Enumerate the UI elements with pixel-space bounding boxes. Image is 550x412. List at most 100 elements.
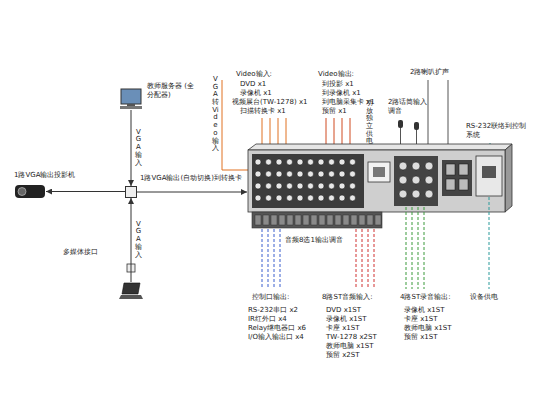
connector-port <box>339 183 345 189</box>
annotation-label: 教师电脑 x1ST <box>404 324 452 333</box>
connector-port <box>266 171 272 177</box>
projector-body <box>15 185 45 198</box>
connector-port <box>329 195 335 201</box>
node-label: 多媒体接口 <box>63 248 98 257</box>
teacher-server-icon <box>119 88 143 110</box>
control-leads <box>262 229 280 289</box>
edge-label: VGA输入 <box>135 221 142 259</box>
audio-in-leads <box>356 229 374 289</box>
speaker-terminal <box>446 164 455 175</box>
connector-port <box>276 171 282 177</box>
annotation-label: 预留 x2ST <box>326 351 360 360</box>
microphone-head <box>398 120 403 128</box>
audio-lead <box>368 229 369 289</box>
switch-box-icon <box>125 186 137 198</box>
power-inlet-hole <box>482 166 496 178</box>
terminal-block <box>367 215 373 225</box>
annotation-label: 功放独立供电 <box>366 100 373 146</box>
laptop-icon <box>119 282 143 299</box>
annotation-label: 到投影 x1 <box>322 80 354 89</box>
annotation-label: 4路ST录音输出: <box>400 293 451 302</box>
terminal-block <box>271 215 277 225</box>
connector-port <box>308 171 314 177</box>
laptop: 多媒体接口 <box>119 282 143 299</box>
laptop-screen <box>122 283 140 294</box>
audio-lead <box>362 229 363 289</box>
annotation-label: 预留 x1 <box>322 107 347 116</box>
projector-icon <box>14 183 46 200</box>
connector-port <box>350 183 356 189</box>
connector-port <box>308 183 314 189</box>
edge-label: VGA输入 <box>135 129 142 167</box>
audio-port <box>412 176 420 184</box>
connector-port <box>297 195 303 201</box>
annotation-label: I/O输入输出口 x4 <box>248 333 304 342</box>
annotation-label: Video输入: <box>236 70 272 79</box>
speaker-terminal <box>459 179 468 190</box>
vga-cable <box>131 110 132 186</box>
terminal-block <box>311 215 317 225</box>
audio-port <box>412 162 420 170</box>
connector-port <box>297 183 303 189</box>
audio-port <box>399 176 407 184</box>
connector-port <box>255 195 261 201</box>
monitor <box>121 89 141 104</box>
connector-port <box>339 159 345 165</box>
microphone-head <box>414 122 419 130</box>
projector: 1路VGA输出投影机 <box>14 183 46 200</box>
record-lead <box>424 207 425 289</box>
annotation-label: 2路话筒输入调音 <box>388 98 428 116</box>
annotation-label: 8路ST音频输入: <box>322 293 373 302</box>
terminal-strip <box>252 212 382 228</box>
terminal-block <box>351 215 357 225</box>
connector-port <box>339 171 345 177</box>
annotation-label: 控制口输出: <box>252 293 289 302</box>
terminal-block <box>327 215 333 225</box>
connector-port <box>255 183 261 189</box>
annotation-label: Video输出: <box>318 70 354 79</box>
annotation-label: RS-232联络到控制系统 <box>466 122 530 140</box>
terminal-block <box>319 215 325 225</box>
annotation-label: DVD x1ST <box>326 306 361 315</box>
annotation-label: 录像机 x1 <box>240 89 272 98</box>
connector-port <box>318 159 324 165</box>
audio-port <box>399 190 407 198</box>
connector-port <box>287 171 293 177</box>
annotation-label: TW-1278 x2ST <box>326 333 377 342</box>
connector-port <box>308 195 314 201</box>
connector-port <box>287 159 293 165</box>
connector-port <box>266 183 272 189</box>
node-label: 1路VGA输出投影机 <box>14 171 75 180</box>
vga-cable <box>46 191 125 192</box>
audio-port <box>425 162 433 170</box>
device-panel <box>248 150 505 212</box>
laptop-base <box>119 295 143 299</box>
io-module <box>252 154 364 208</box>
annotation-label: Relay继电器口 x6 <box>248 324 306 333</box>
annotation-label: 录像机 x1ST <box>404 306 445 315</box>
annotation-label: 卡座 x1ST <box>326 324 360 333</box>
terminal-block <box>303 215 309 225</box>
annotation-label: 卡座 x1ST <box>404 315 438 324</box>
terminal-block <box>255 215 261 225</box>
annotation-label: RS-232串口 x2 <box>248 306 298 315</box>
device-top <box>248 144 512 150</box>
audio-port <box>425 190 433 198</box>
control-lead <box>262 229 263 289</box>
record-out-leads <box>406 207 424 289</box>
audio-lead <box>374 229 375 289</box>
connector-port <box>350 159 356 165</box>
vga-line <box>137 192 247 193</box>
control-lead <box>274 229 275 289</box>
terminal-block <box>335 215 341 225</box>
connector-port <box>329 171 335 177</box>
speaker-terminals <box>442 160 472 196</box>
terminal-block <box>343 215 349 225</box>
terminal-block <box>263 215 269 225</box>
audio-port <box>412 190 420 198</box>
speaker-terminal <box>459 164 468 175</box>
power-inlet <box>476 156 502 196</box>
audio-port <box>399 162 407 170</box>
control-lead <box>280 229 281 289</box>
